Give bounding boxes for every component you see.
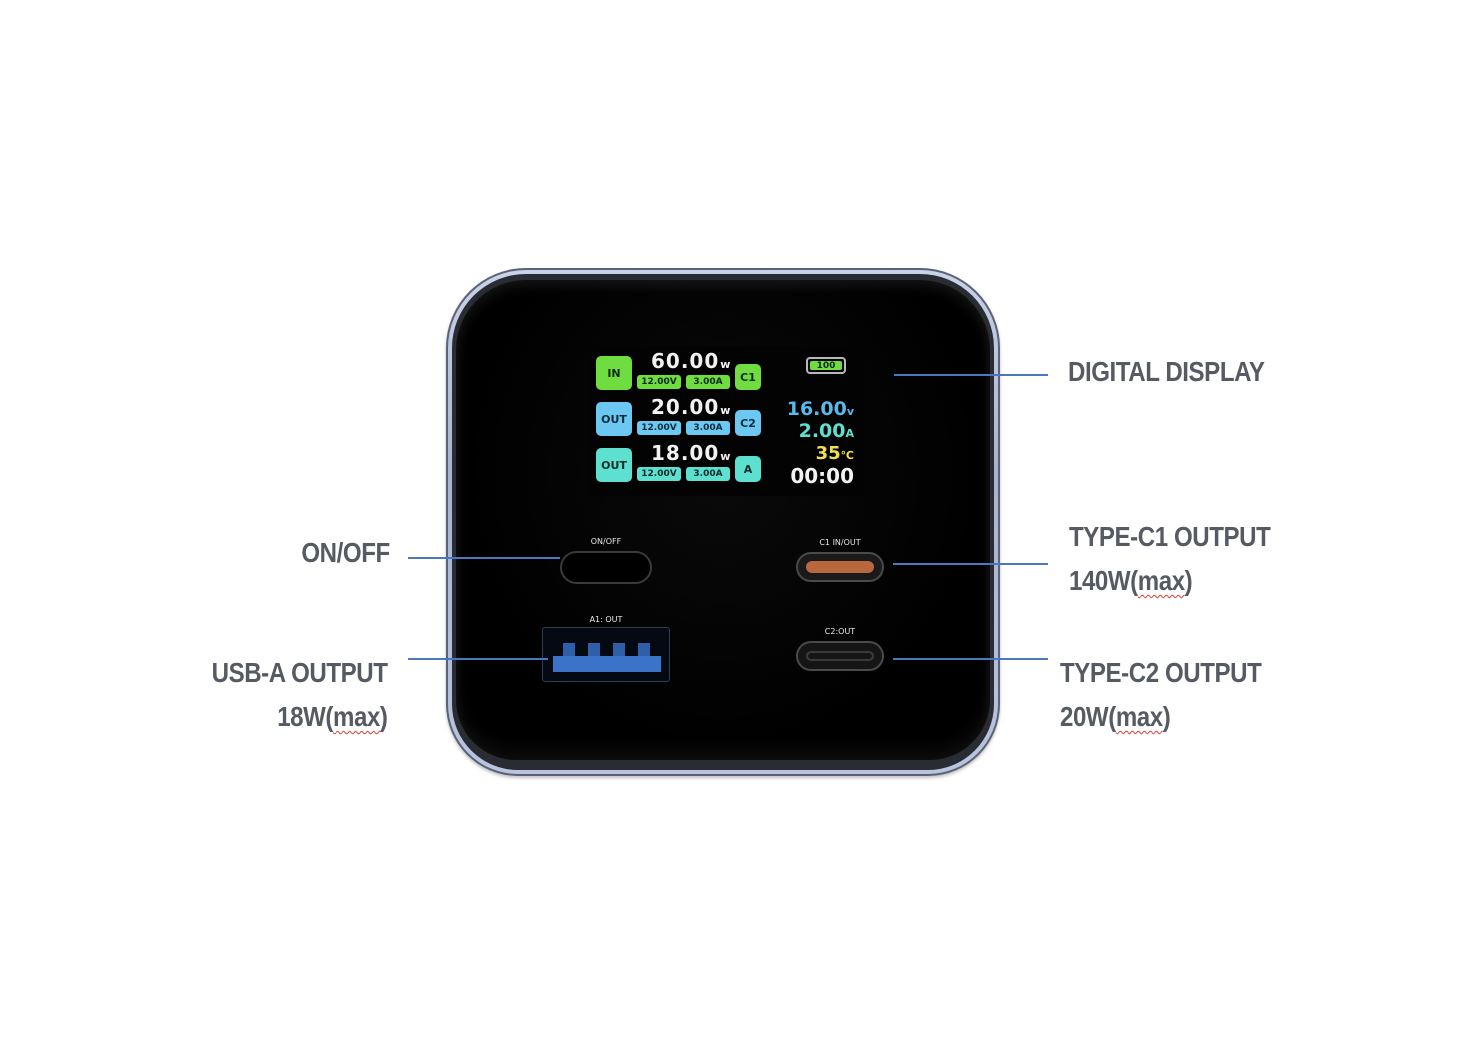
mode-tag-out-2: OUT [596, 448, 632, 482]
callout-type-c1-power: 140W(max) [1069, 559, 1270, 603]
watt-value: 60.00 [651, 349, 720, 373]
watt-value: 20.00 [651, 395, 720, 419]
timer-readout: 00:00 [790, 464, 854, 488]
mode-tag-in: IN [596, 356, 632, 390]
leader-line-onoff [408, 557, 560, 559]
usb-a-tongue [553, 656, 661, 672]
port-tag-a: A [735, 456, 761, 482]
watt-reading-3: 18.00w [651, 441, 731, 465]
battery-level: 100 [810, 361, 842, 371]
onoff-port-label: ON/OFF [590, 537, 622, 546]
usb-a-pin [613, 643, 625, 657]
leader-line-c2 [893, 658, 1048, 660]
usb-a-pin [563, 643, 575, 657]
current-unit: A [845, 427, 854, 440]
max-word: max [333, 701, 381, 732]
amp-tag-3: 3.00A [686, 467, 730, 481]
power-value: 18W( [277, 701, 334, 732]
close-paren: ) [1162, 701, 1171, 732]
temperature-value: 35 [815, 443, 841, 464]
max-word: max [1137, 565, 1185, 596]
leader-line-usb-a [408, 658, 548, 660]
type-c1-port[interactable] [796, 552, 884, 582]
callout-digital-display: DIGITAL DISPLAY [1068, 356, 1265, 387]
voltage-value: 16.00 [786, 398, 847, 420]
close-paren: ) [1184, 565, 1193, 596]
close-paren: ) [380, 701, 388, 732]
callout-usb-a-title: USB-A OUTPUT [212, 657, 388, 688]
c1-port-label: C1 IN/OUT [819, 538, 861, 547]
callout-usb-a-power: 18W(max) [212, 695, 389, 739]
amp-tag-2: 3.00A [686, 421, 730, 435]
watt-unit: w [720, 450, 732, 463]
power-value: 140W( [1069, 565, 1138, 596]
a1-port-label: A1: OUT [589, 615, 623, 624]
power-button[interactable] [560, 551, 652, 584]
callout-type-c2-power: 20W(max) [1060, 695, 1261, 739]
charger-body [446, 268, 1000, 776]
watt-value: 18.00 [651, 441, 720, 465]
callout-type-c2-title: TYPE-C2 OUTPUT [1060, 657, 1262, 688]
volt-tag-2: 12.00V [637, 421, 681, 435]
watt-reading-2: 20.00w [651, 395, 731, 419]
callout-type-c1-title: TYPE-C1 OUTPUT [1069, 521, 1271, 552]
watt-unit: w [720, 404, 732, 417]
volt-tag-1: 12.00V [637, 375, 681, 389]
watt-unit: w [720, 358, 732, 371]
callout-type-c1: TYPE-C1 OUTPUT 140W(max) [1069, 515, 1271, 603]
power-value: 20W( [1060, 701, 1116, 732]
temperature-unit: ℃ [840, 449, 854, 462]
leader-line-c1 [893, 563, 1048, 565]
max-word: max [1115, 701, 1163, 732]
volt-tag-3: 12.00V [637, 467, 681, 481]
callout-type-c2: TYPE-C2 OUTPUT 20W(max) [1060, 651, 1262, 739]
usb-a-pin [588, 643, 600, 657]
c1-port-tongue [806, 561, 874, 573]
usb-a-pin [638, 643, 650, 657]
c2-port-tongue [806, 651, 874, 661]
mode-tag-out-1: OUT [596, 402, 632, 436]
amp-tag-1: 3.00A [686, 375, 730, 389]
callout-onoff: ON/OFF [301, 537, 391, 568]
leader-line-display [894, 374, 1048, 376]
voltage-unit: v [846, 405, 854, 418]
current-readout: 2.00A [799, 420, 854, 442]
voltage-readout: 16.00v [787, 398, 854, 420]
watt-reading-1: 60.00w [651, 349, 731, 373]
temperature-readout: 35℃ [816, 443, 854, 464]
port-tag-c1: C1 [735, 364, 761, 390]
c2-port-label: C2:OUT [824, 627, 856, 636]
type-c2-port[interactable] [796, 641, 884, 671]
callout-usb-a: USB-A OUTPUT 18W(max) [212, 651, 388, 739]
usb-a-port[interactable] [542, 627, 670, 682]
port-tag-c2: C2 [735, 410, 761, 436]
battery-icon: 100 [806, 357, 846, 374]
current-value: 2.00 [798, 420, 846, 442]
